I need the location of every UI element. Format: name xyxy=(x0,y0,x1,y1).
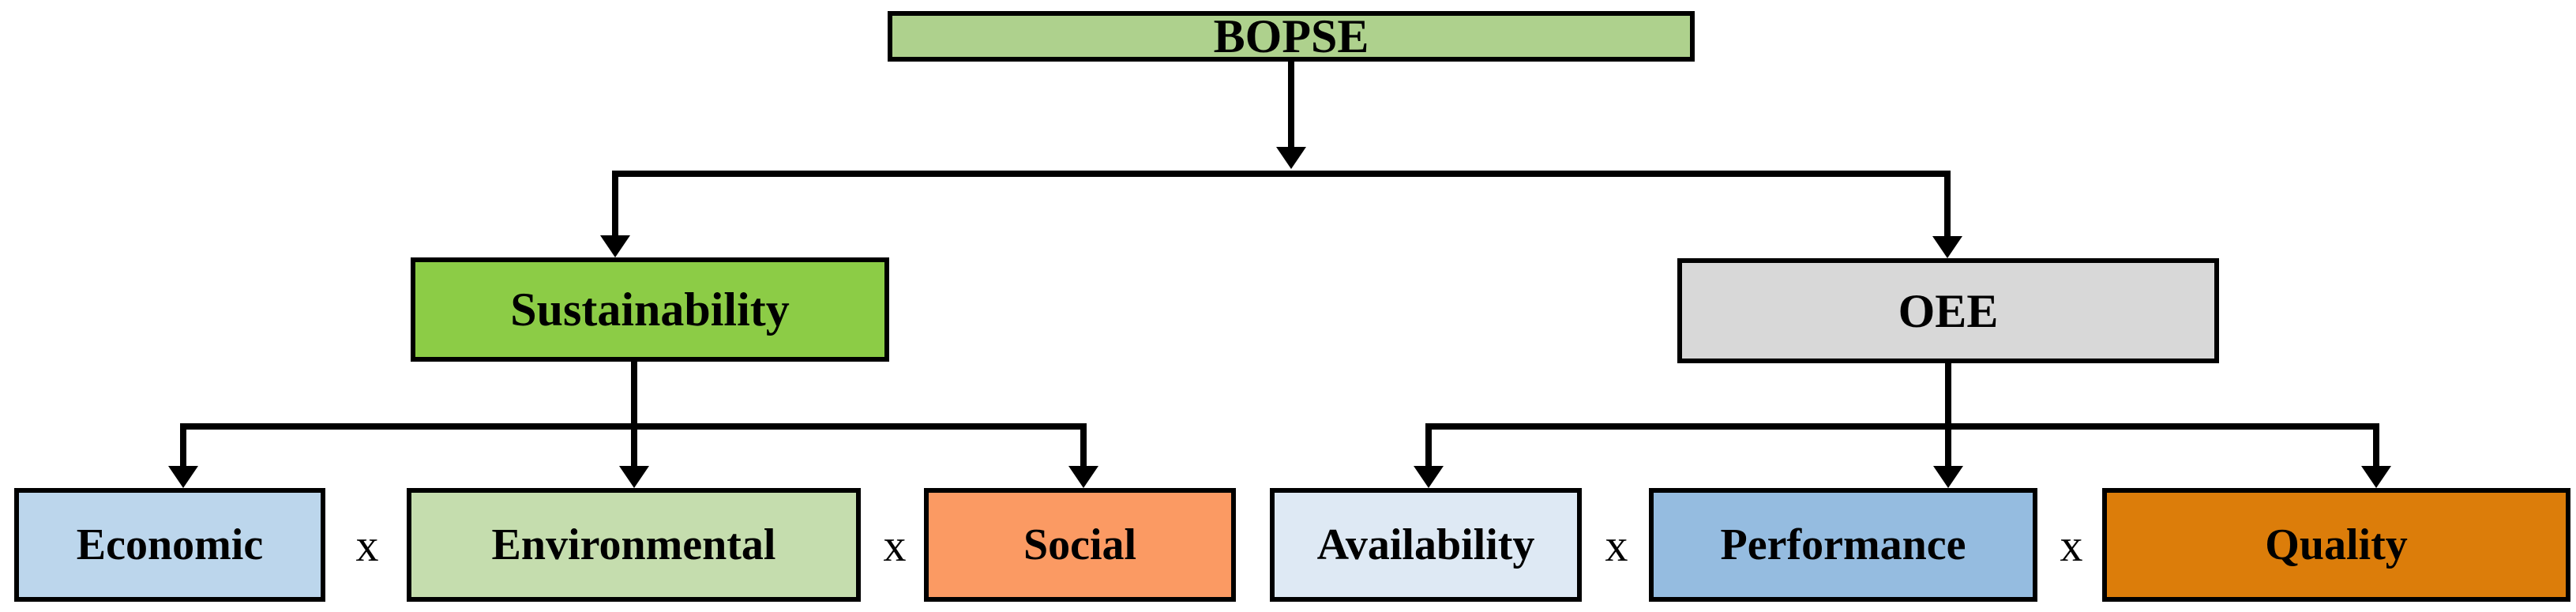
node-social-label: Social xyxy=(1023,520,1137,569)
node-availability[interactable]: Availability xyxy=(1270,488,1582,602)
arrowhead-to-economic xyxy=(168,466,198,488)
separator-multiply-1: x xyxy=(336,523,399,569)
node-quality[interactable]: Quality xyxy=(2102,488,2570,602)
node-bopse[interactable]: BOPSE xyxy=(888,11,1695,62)
separator-multiply-3: x xyxy=(1589,523,1644,569)
node-bopse-label: BOPSE xyxy=(1213,10,1369,62)
separator-multiply-4: x xyxy=(2044,523,2099,569)
connector-bus-to-sustainability xyxy=(612,171,618,235)
connector-to-performance xyxy=(1945,423,1951,466)
arrowhead-to-environmental xyxy=(619,466,649,488)
arrowhead-to-quality xyxy=(2361,466,2391,488)
connector-to-quality xyxy=(2373,423,2379,466)
separator-multiply-1-label: x xyxy=(355,520,379,571)
arrowhead-to-performance xyxy=(1933,466,1963,488)
connector-sustainability-stem xyxy=(631,362,637,426)
arrowhead-to-social xyxy=(1068,466,1098,488)
connector-bus-level2 xyxy=(612,171,1951,177)
node-performance[interactable]: Performance xyxy=(1649,488,2037,602)
arrowhead-to-availability xyxy=(1414,466,1444,488)
connector-to-availability xyxy=(1425,423,1432,466)
node-performance-label: Performance xyxy=(1720,520,1966,569)
arrowhead-bus-to-oee xyxy=(1932,236,1962,258)
node-social[interactable]: Social xyxy=(924,488,1236,602)
node-availability-label: Availability xyxy=(1316,520,1535,569)
connector-bus-oee-children xyxy=(1425,423,2379,430)
separator-multiply-2: x xyxy=(867,523,922,569)
arrowhead-root-to-bus xyxy=(1276,147,1306,169)
node-sustainability[interactable]: Sustainability xyxy=(411,257,889,362)
connector-to-social xyxy=(1080,423,1087,466)
node-oee[interactable]: OEE xyxy=(1677,258,2219,363)
node-environmental-label: Environmental xyxy=(491,520,776,569)
node-environmental[interactable]: Environmental xyxy=(407,488,861,602)
connector-to-economic xyxy=(180,423,186,466)
node-sustainability-label: Sustainability xyxy=(510,283,790,336)
separator-multiply-3-label: x xyxy=(1605,520,1628,571)
node-oee-label: OEE xyxy=(1898,284,1999,337)
connector-to-environmental xyxy=(631,423,637,466)
arrowhead-bus-to-sustainability xyxy=(600,235,630,257)
connector-root-stem xyxy=(1288,62,1294,147)
connector-bus-to-oee xyxy=(1944,171,1951,236)
separator-multiply-2-label: x xyxy=(883,520,907,571)
separator-multiply-4-label: x xyxy=(2060,520,2083,571)
node-economic[interactable]: Economic xyxy=(14,488,325,602)
node-economic-label: Economic xyxy=(76,520,264,569)
node-quality-label: Quality xyxy=(2265,520,2408,569)
connector-oee-stem xyxy=(1945,363,1951,426)
